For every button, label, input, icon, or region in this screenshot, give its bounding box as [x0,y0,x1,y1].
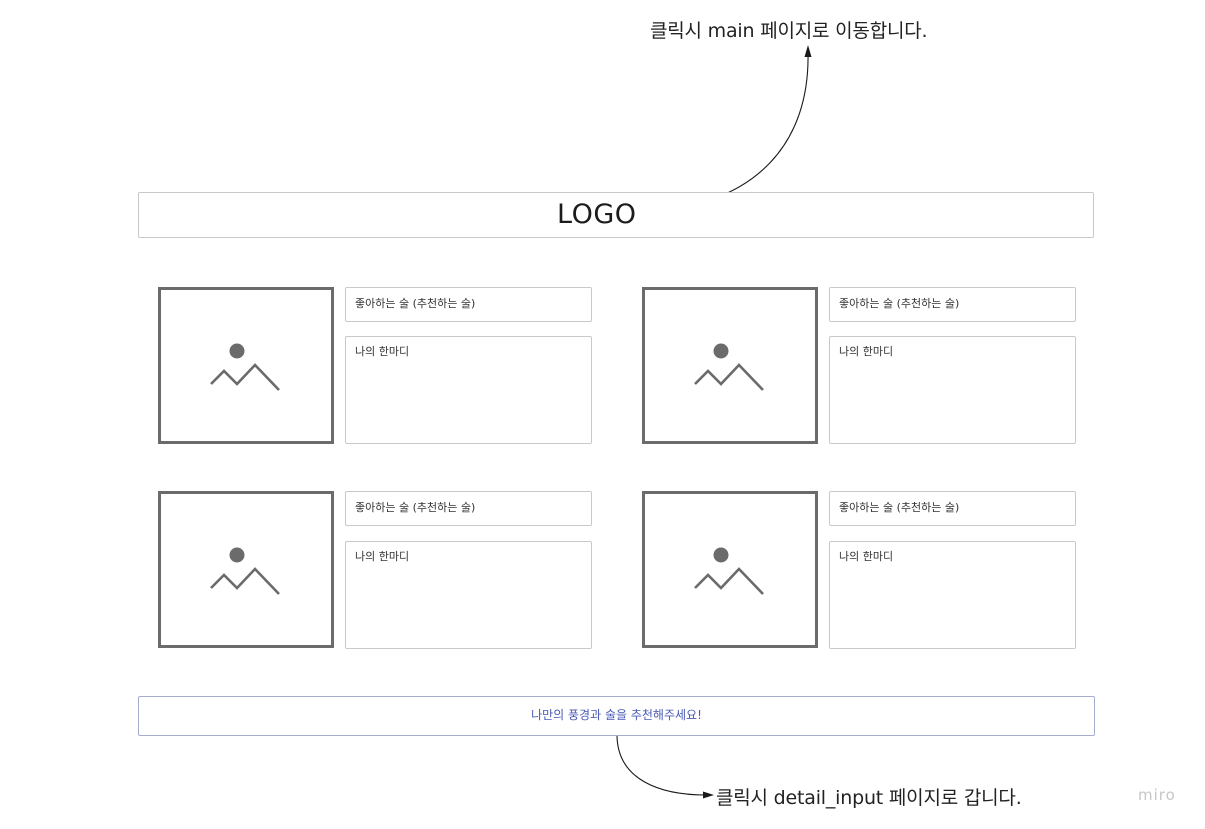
logo-annotation-arrow [644,51,809,213]
image-placeholder-icon [694,547,764,595]
card-comment: 나의 한마디 [829,336,1076,444]
image-placeholder-icon [210,547,280,595]
card-title: 좋아하는 술 (추천하는 술) [345,491,592,526]
image-placeholder-icon [694,343,764,391]
button-click-annotation: 클릭시 detail_input 페이지로 갑니다. [716,787,1022,809]
card-image [158,287,334,444]
button-annotation-arrow [616,735,707,796]
card-image [642,491,818,648]
card-title: 좋아하는 술 (추천하는 술) [829,491,1076,526]
image-placeholder-icon [210,343,280,391]
logo[interactable]: LOGO [557,199,637,230]
card-image [642,287,818,444]
card-comment: 나의 한마디 [829,541,1076,649]
card-title: 좋아하는 술 (추천하는 술) [345,287,592,322]
card-comment: 나의 한마디 [345,541,592,649]
card-image [158,491,334,648]
card-title: 좋아하는 술 (추천하는 술) [829,287,1076,322]
logo-click-annotation: 클릭시 main 페이지로 이동합니다. [650,20,928,42]
logo-bar[interactable] [138,192,1094,238]
button-annotation-arrowhead [703,791,714,799]
card-comment: 나의 한마디 [345,336,592,444]
logo-annotation-arrowhead [804,45,812,57]
recommend-button[interactable]: 나만의 풍경과 술을 추천해주세요! [138,696,1095,736]
miro-watermark: miro [1138,786,1176,804]
